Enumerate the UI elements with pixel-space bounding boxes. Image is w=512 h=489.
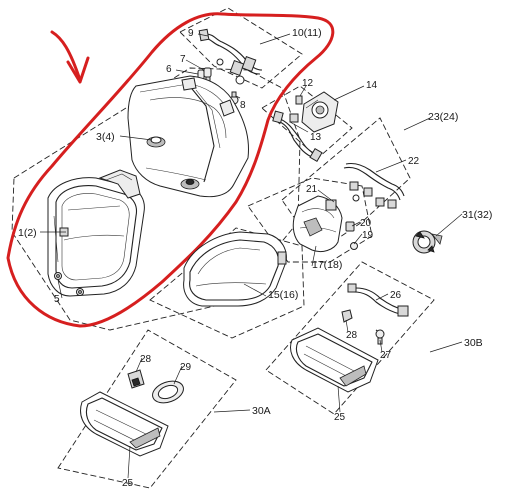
wiring-harness-9 <box>198 28 263 85</box>
bulb-28b <box>341 309 353 323</box>
boundary-socket-12 <box>261 85 353 159</box>
bulb-19 <box>350 242 358 250</box>
boundary-group-23 <box>281 117 411 253</box>
label-3-4: 3(4) <box>96 131 115 143</box>
headlamp-lens-frame-1 <box>47 169 145 297</box>
label-15-16: 15(16) <box>268 289 298 301</box>
bulb-socket-31 <box>412 230 443 254</box>
label-22: 22 <box>408 156 420 167</box>
label-31-32: 31(32) <box>462 209 492 221</box>
boundary-group-17 <box>247 177 373 263</box>
label-10-11: 10(11) <box>292 27 322 39</box>
label-28b: 28 <box>346 330 358 341</box>
boundary-harness-9 <box>179 7 303 89</box>
label-7: 7 <box>180 54 186 65</box>
bulb-20 <box>345 221 355 232</box>
headlamp-15 <box>183 231 287 307</box>
label-6: 6 <box>166 64 172 75</box>
label-23-24: 23(24) <box>428 111 458 123</box>
boundary-group-30a <box>57 329 237 489</box>
red-outline-loop <box>6 12 335 328</box>
label-13: 13 <box>310 132 322 143</box>
red-highlight-annotation <box>6 12 335 328</box>
headlamp-housing-3 <box>127 75 249 198</box>
tail-lamp-25b <box>290 327 379 393</box>
clip-12 <box>295 95 303 105</box>
bulb-28a <box>127 369 145 389</box>
label-29: 29 <box>180 362 192 373</box>
label-12: 12 <box>302 78 314 89</box>
screw-5 <box>54 272 84 296</box>
label-30b: 30B <box>464 337 483 349</box>
bulb-socket-14 <box>301 91 339 133</box>
lens-ring-29 <box>152 380 184 404</box>
label-1-2: 1(2) <box>18 227 37 239</box>
label-27: 27 <box>380 350 392 361</box>
label-25b: 25 <box>334 412 346 423</box>
label-21: 21 <box>306 184 318 195</box>
label-28a: 28 <box>140 354 152 365</box>
boundary-group-30b <box>265 261 435 415</box>
leader-lines <box>40 33 463 479</box>
label-14: 14 <box>366 80 378 91</box>
label-19: 19 <box>362 230 374 241</box>
label-9: 9 <box>188 28 194 39</box>
label-5: 5 <box>54 294 60 305</box>
label-8: 8 <box>240 100 246 111</box>
label-30a: 30A <box>252 405 271 417</box>
label-20: 20 <box>360 218 372 229</box>
position-lamp-17 <box>292 195 343 253</box>
harness-13 <box>272 110 323 163</box>
red-arrow-head <box>66 56 90 84</box>
red-arrow-shaft <box>50 30 82 82</box>
wiring-harness-22 <box>343 162 405 209</box>
tail-lamp-25a <box>80 391 169 457</box>
label-26: 26 <box>390 290 402 301</box>
label-17-18: 17(18) <box>312 259 342 271</box>
label-25a: 25 <box>122 478 134 489</box>
part-labels: 9 10(11) 7 6 8 12 14 13 3(4) 23(24) 22 2… <box>18 27 492 489</box>
